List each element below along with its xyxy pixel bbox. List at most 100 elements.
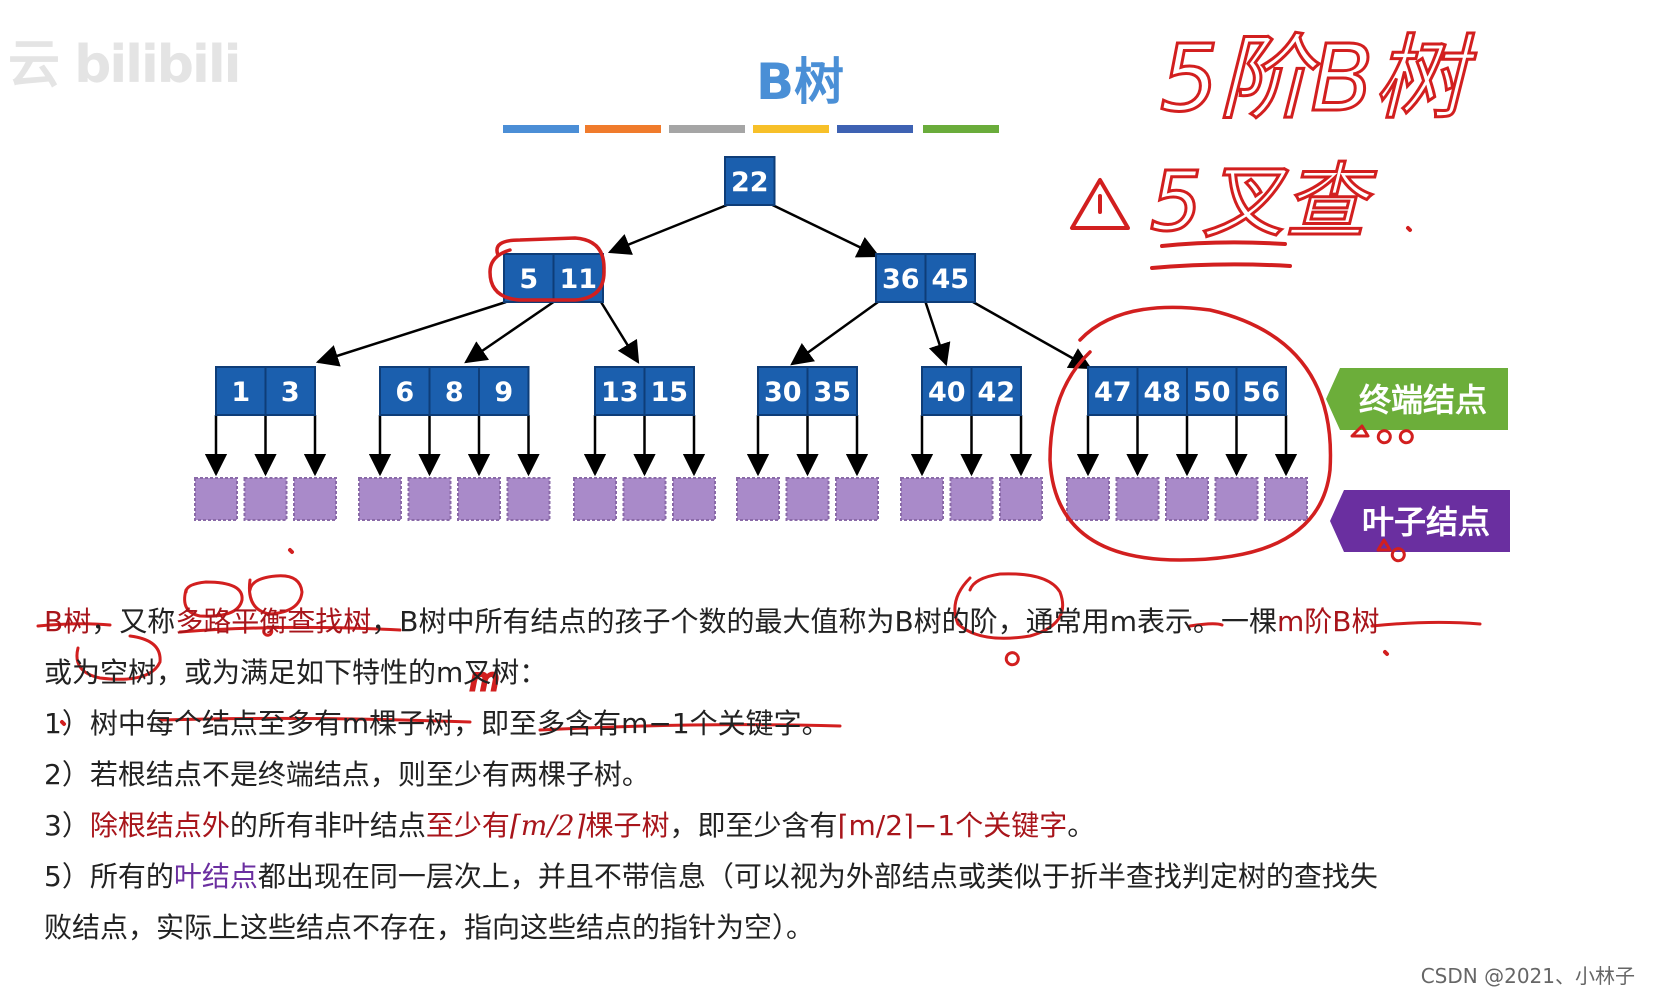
- key-label: 30: [764, 377, 802, 408]
- leaf-square: [672, 477, 716, 521]
- leaf-node-badge: 叶子结点: [1330, 490, 1510, 552]
- badge-shape: [1330, 490, 1510, 552]
- term-multiway-balanced: 多路平衡查找树: [175, 605, 372, 638]
- ink-stroke: [1376, 538, 1392, 552]
- key-cell: [921, 366, 973, 416]
- tree-edge: [464, 300, 555, 364]
- leaf-square: [622, 477, 667, 521]
- ink-stroke: [1048, 305, 1333, 562]
- term-b-tree: B树: [44, 605, 92, 638]
- leaf-square: [243, 477, 288, 521]
- key-label: 36: [882, 264, 920, 295]
- key-label: 1: [231, 377, 250, 408]
- badge-label: 叶子结点: [1362, 503, 1490, 541]
- leaf-square: [736, 477, 780, 521]
- leaf-square: [900, 477, 944, 521]
- leaf-square: [1264, 477, 1308, 521]
- tree-edge: [599, 301, 640, 364]
- key-cell: [757, 366, 809, 416]
- ink-stroke: [1004, 651, 1020, 667]
- leaf-placeholders: [194, 477, 1308, 521]
- credit-watermark: CSDN @2021、小林子: [1420, 964, 1635, 988]
- ink-stroke: [1370, 620, 1482, 628]
- ink-stroke: [488, 236, 606, 302]
- tree-edges: [204, 203, 1298, 477]
- key-label: 50: [1193, 377, 1231, 408]
- color-bar-segment: [753, 125, 829, 133]
- tree-edge: [607, 203, 728, 255]
- key-cell: [1186, 366, 1238, 416]
- key-cell: [428, 366, 480, 416]
- leaf-square: [358, 477, 402, 521]
- color-bar-segment: [585, 125, 661, 133]
- badge-label: 终端结点: [1359, 381, 1487, 419]
- ink-stroke: [178, 625, 402, 634]
- key-cell: [1136, 366, 1188, 416]
- ink-stroke: [1070, 178, 1130, 230]
- text-line-6: 5）所有的叶结点都出现在同一层次上，并且不带信息（可以视为外部结点或类似于折半查…: [44, 860, 1378, 893]
- leaf-square: [194, 477, 238, 521]
- ink-stroke: [1188, 622, 1224, 628]
- leaf-square: [457, 477, 501, 521]
- key-label: 5: [519, 264, 538, 295]
- term-order: B树的阶: [894, 605, 998, 638]
- key-label: 3: [281, 377, 300, 408]
- text-line-3: 1）树中每个结点至多有m棵子树，即至多含有m−1个关键字。: [44, 707, 830, 740]
- ink-stroke: [36, 622, 112, 628]
- key-cell: [970, 366, 1022, 416]
- leaf-square: [293, 477, 337, 521]
- leaf-square: [506, 477, 551, 521]
- leaf-square: [949, 477, 994, 521]
- ink-stroke: [60, 720, 66, 726]
- text-line-5: 3）除根结点外的所有非叶结点至少有⌈m/2⌉棵子树，即至少含有⌈m/2⌉−1个关…: [44, 809, 1096, 842]
- key-label: 22: [731, 167, 769, 198]
- leaf-square: [407, 477, 452, 521]
- key-cell: [379, 366, 431, 416]
- key-cell: [924, 253, 976, 303]
- ink-stroke: [1376, 429, 1392, 445]
- key-label: 56: [1242, 377, 1280, 408]
- tree-node: 30 35: [757, 366, 858, 416]
- tree-node: 47 48 50 56: [1087, 366, 1287, 416]
- key-label: 9: [494, 377, 513, 408]
- tree-node: 5 11: [503, 253, 604, 303]
- key-cell: [215, 366, 267, 416]
- key-cell: [478, 366, 530, 416]
- ink-stroke: [158, 716, 472, 724]
- ink-stroke: [1350, 424, 1370, 438]
- term-m-order-b-tree: m阶B树: [1276, 605, 1380, 638]
- key-label: 35: [813, 377, 851, 408]
- key-cell: [724, 156, 776, 206]
- ink-stroke: [183, 580, 244, 618]
- terminal-node-badge: 终端结点: [1326, 368, 1508, 430]
- key-cell: [643, 366, 695, 416]
- tree-node: 22: [724, 156, 776, 206]
- leaf-square: [1165, 477, 1209, 521]
- key-label: 11: [559, 264, 597, 295]
- color-bar-segment: [923, 125, 999, 133]
- key-cell: [264, 366, 316, 416]
- key-label: 48: [1143, 377, 1181, 408]
- leaf-square: [1214, 477, 1259, 521]
- bilibili-watermark: 云 bilibili: [8, 35, 241, 95]
- text-line-7: 败结点，实际上这些结点不存在，指向这些结点的指针为空）。: [44, 911, 815, 944]
- badge-shape: [1326, 368, 1508, 430]
- leaf-square: [1115, 477, 1160, 521]
- key-cell: [1087, 366, 1139, 416]
- leaf-square: [785, 477, 830, 521]
- key-cell: [503, 253, 555, 303]
- text-line-1: B树，又称多路平衡查找树，B树中所有结点的孩子个数的最大值称为B树的阶，通常用m…: [44, 605, 1380, 638]
- ink-stroke: [953, 572, 1065, 640]
- color-bar-segment: [669, 125, 745, 133]
- ink-stroke: [1390, 547, 1406, 563]
- key-label: 47: [1094, 377, 1132, 408]
- key-label: 45: [931, 264, 969, 295]
- handwritten-5-order-b-tree: 5阶B树: [1160, 25, 1477, 132]
- tree-edge: [972, 300, 1092, 370]
- key-cell: [875, 253, 927, 303]
- key-label: 40: [928, 377, 966, 408]
